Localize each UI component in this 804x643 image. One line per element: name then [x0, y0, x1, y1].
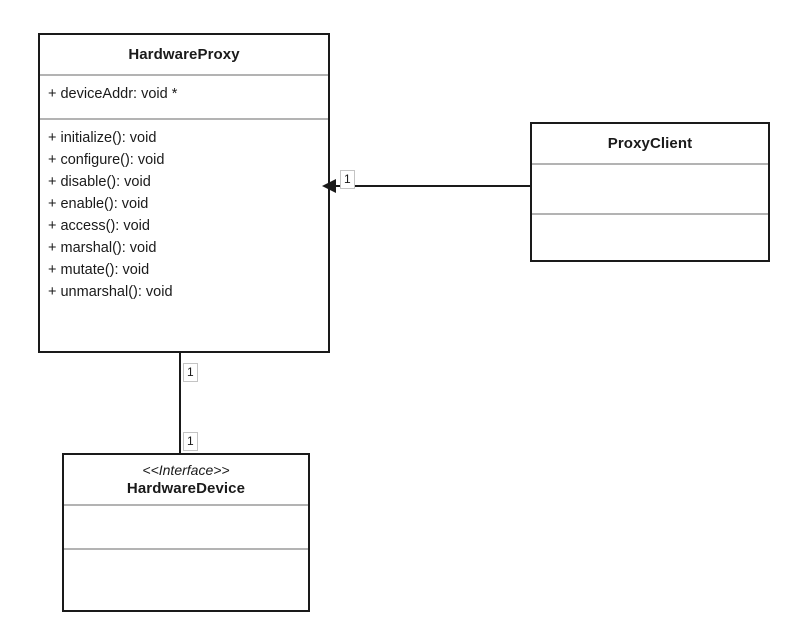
- class-title-hardware-device: HardwareDevice: [126, 480, 246, 497]
- class-name-compartment-hardware-proxy: HardwareProxy: [40, 35, 328, 74]
- method-item: + disable(): void: [48, 174, 151, 190]
- association-line-client-to-proxy[interactable]: [336, 185, 530, 187]
- method-item: + mutate(): void: [48, 262, 150, 278]
- class-box-proxy-client[interactable]: ProxyClient: [530, 122, 770, 262]
- method-item: + enable(): void: [48, 196, 149, 212]
- class-box-hardware-proxy[interactable]: HardwareProxy + deviceAddr: void * + ini…: [38, 33, 330, 353]
- multiplicity-label-proxy-end: 1: [340, 170, 355, 189]
- methods-compartment-hardware-device: [64, 548, 308, 610]
- class-title-proxy-client: ProxyClient: [607, 135, 693, 152]
- method-item: + configure(): void: [48, 152, 165, 168]
- multiplicity-label-device-end: 1: [183, 432, 198, 451]
- methods-compartment-hardware-proxy: + initialize(): void + configure(): void…: [40, 118, 328, 351]
- class-title-hardware-proxy: HardwareProxy: [128, 46, 240, 63]
- method-item: + initialize(): void: [48, 130, 157, 146]
- class-name-compartment-proxy-client: ProxyClient: [532, 124, 768, 163]
- class-box-hardware-device[interactable]: <<Interface>> HardwareDevice: [62, 453, 310, 612]
- method-list-hardware-proxy: + initialize(): void + configure(): void…: [40, 120, 328, 310]
- method-item: + access(): void: [48, 218, 150, 234]
- attributes-compartment-proxy-client: [532, 163, 768, 213]
- class-name-compartment-hardware-device: <<Interface>> HardwareDevice: [64, 455, 308, 504]
- method-item: + marshal(): void: [48, 240, 157, 256]
- attributes-compartment-hardware-device: [64, 504, 308, 548]
- filled-triangle-arrow-icon: [322, 179, 336, 193]
- method-item: + unmarshal(): void: [48, 284, 173, 300]
- attribute-list-hardware-proxy: + deviceAddr: void *: [40, 76, 328, 112]
- methods-compartment-proxy-client: [532, 213, 768, 260]
- multiplicity-label-proxy-source-end: 1: [183, 363, 198, 382]
- attributes-compartment-hardware-proxy: + deviceAddr: void *: [40, 74, 328, 118]
- class-stereotype-hardware-device: <<Interface>>: [142, 462, 230, 478]
- association-line-proxy-to-device[interactable]: [179, 353, 181, 453]
- attribute-item: + deviceAddr: void *: [48, 86, 178, 102]
